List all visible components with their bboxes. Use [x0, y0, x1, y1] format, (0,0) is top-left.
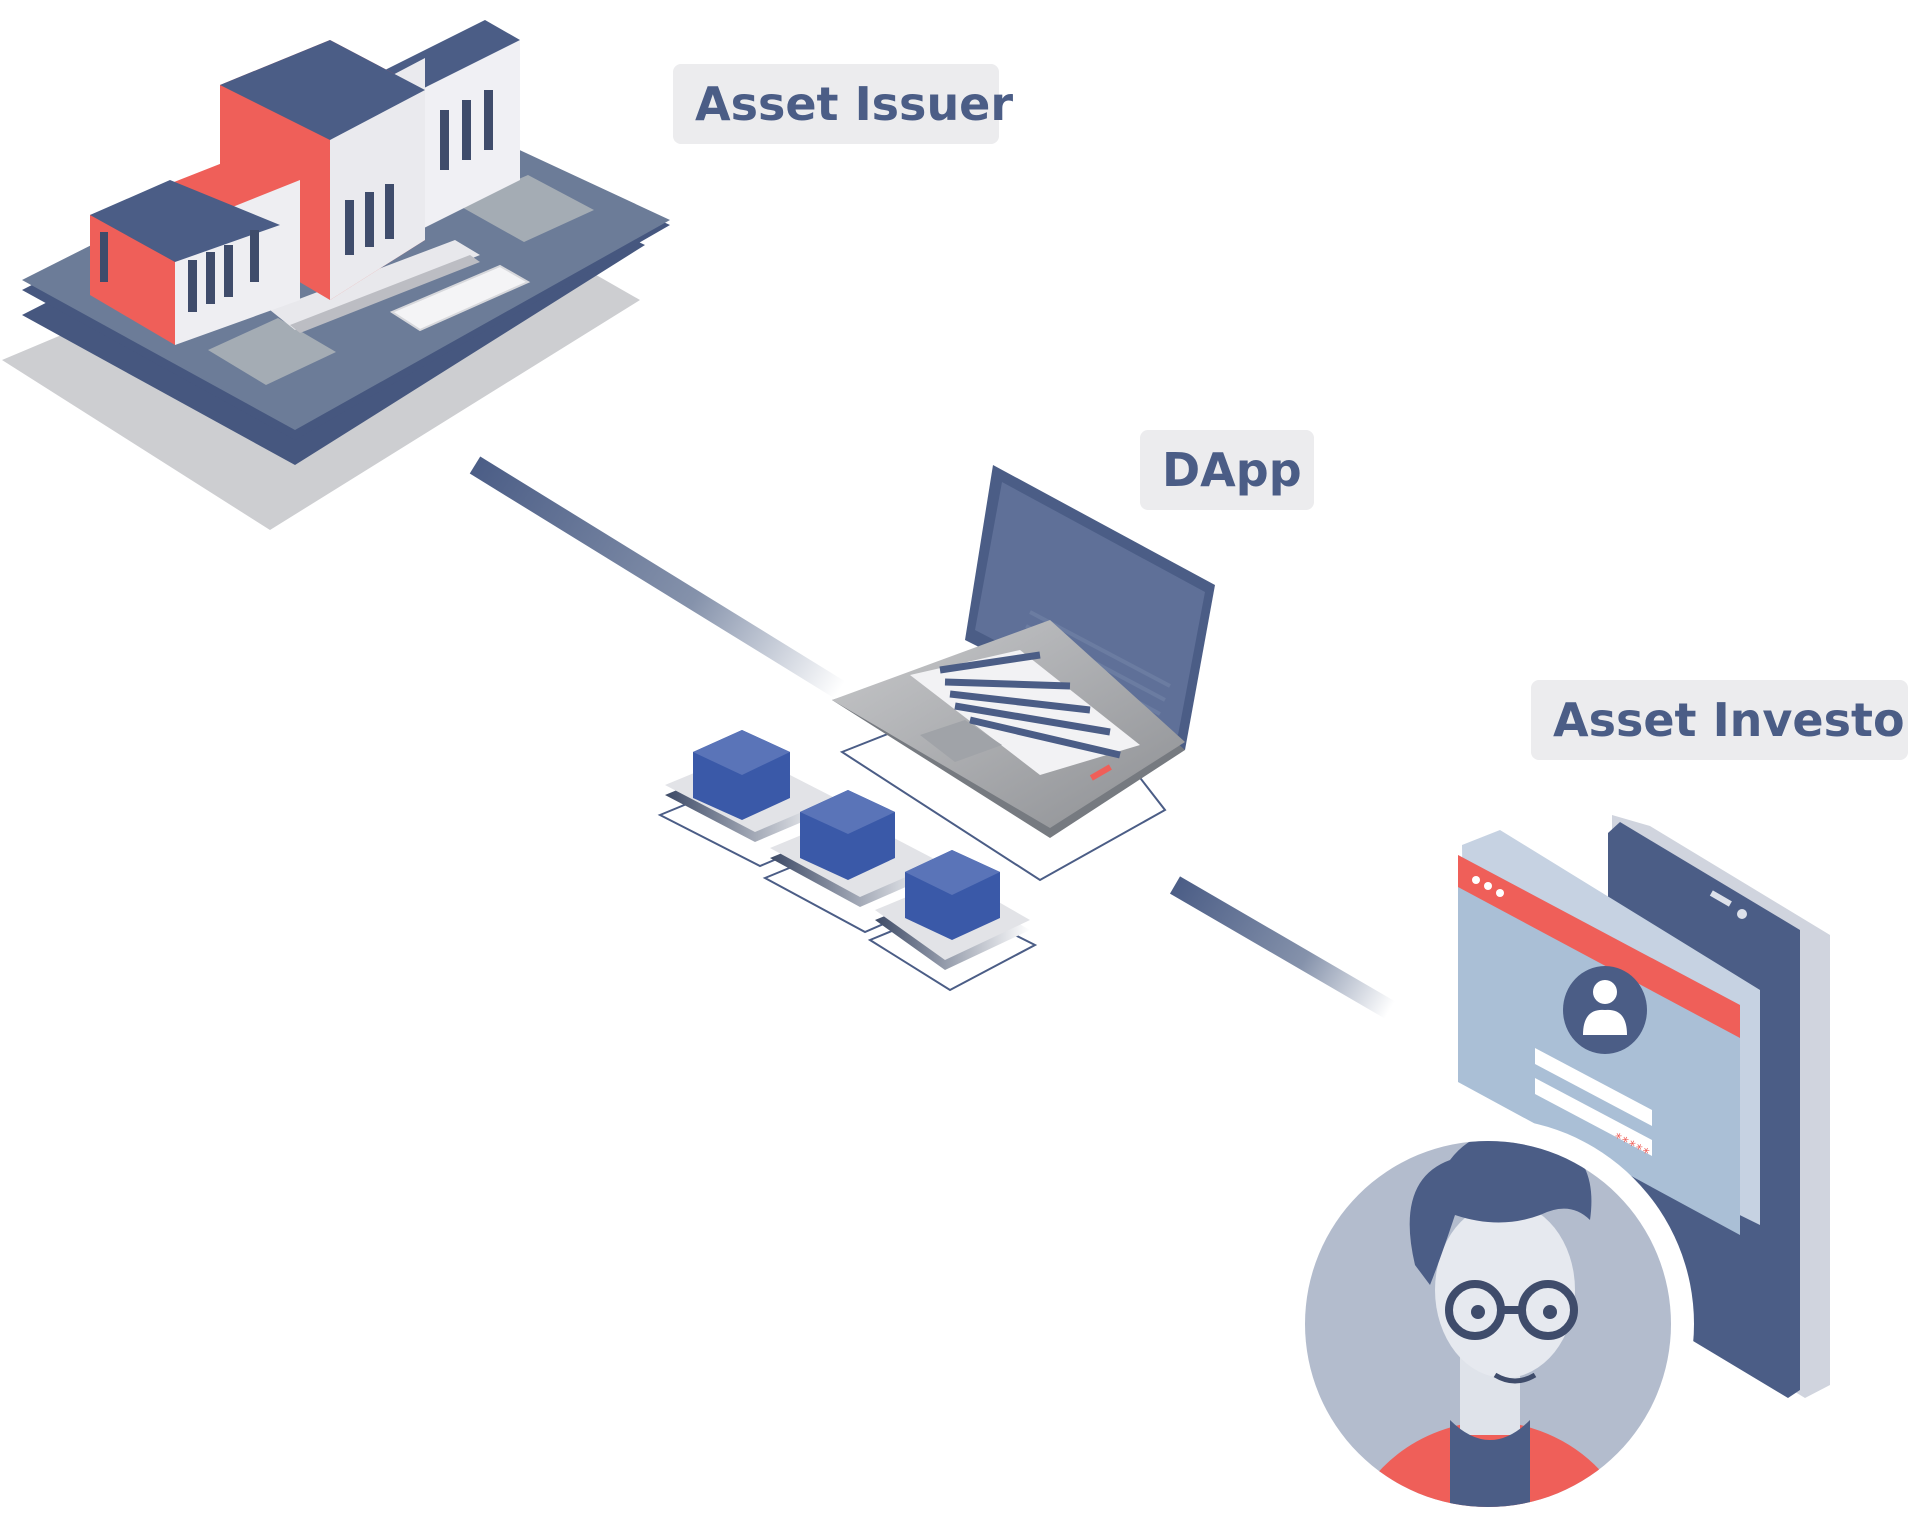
block-3: [867, 850, 1038, 992]
user-icon: [1563, 966, 1647, 1054]
connector-issuer-to-dapp: [469, 456, 846, 699]
browser-login-icon: *****: [1458, 830, 1760, 1235]
avatar-icon: [1282, 1118, 1694, 1530]
block-2: [762, 790, 953, 934]
blockchain-blocks-icon: [657, 730, 1038, 992]
username-field: [1535, 1048, 1652, 1126]
laptop-icon: [832, 465, 1215, 882]
password-field: [1535, 1078, 1652, 1156]
building-icon: [2, 20, 670, 530]
connector-dapp-to-investor: [1169, 876, 1396, 1019]
asset-investor-label: Asset Investor: [1531, 680, 1908, 760]
dapp-label: DApp: [1140, 430, 1314, 510]
asset-issuer-label: Asset Issuer: [673, 64, 1013, 144]
